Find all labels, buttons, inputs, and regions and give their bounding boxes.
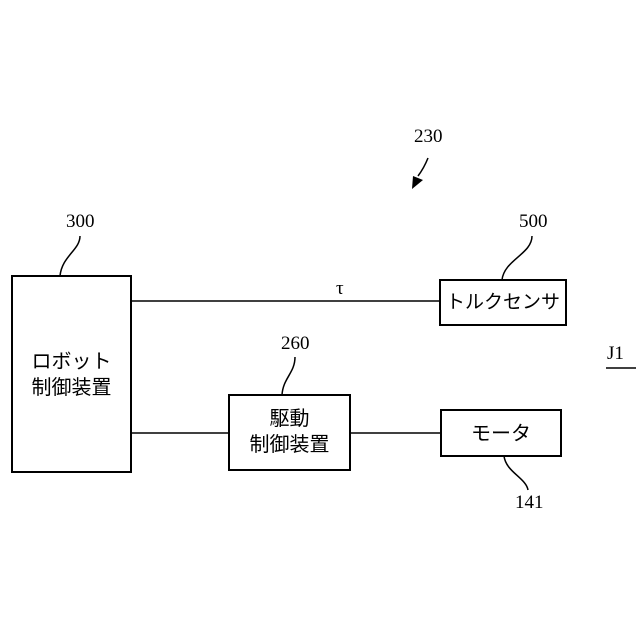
drive-controller-line1: 駆動 bbox=[229, 405, 350, 431]
figure-ref-arrowhead bbox=[412, 176, 423, 189]
robot-controller-label: ロボット 制御装置 bbox=[12, 348, 131, 400]
figure-ref-arrow bbox=[418, 158, 428, 176]
ref-robot-controller: 300 bbox=[66, 211, 95, 233]
robot-controller-line2: 制御装置 bbox=[12, 374, 131, 400]
figure-label-j1: J1 bbox=[607, 343, 624, 365]
torque-sensor-label: トルクセンサ bbox=[440, 289, 566, 315]
leader-260 bbox=[282, 357, 295, 395]
ref-drive-controller: 260 bbox=[281, 333, 310, 355]
ref-motor: 141 bbox=[515, 492, 544, 514]
ref-torque-sensor: 500 bbox=[519, 211, 548, 233]
figure-ref-number: 230 bbox=[414, 126, 443, 148]
signal-tau-label: τ bbox=[336, 278, 344, 300]
drive-controller-label: 駆動 制御装置 bbox=[229, 405, 350, 457]
leader-300 bbox=[60, 236, 80, 276]
robot-controller-line1: ロボット bbox=[12, 348, 131, 374]
leader-141 bbox=[504, 456, 528, 490]
motor-label: モータ bbox=[441, 420, 561, 446]
drive-controller-line2: 制御装置 bbox=[229, 431, 350, 457]
leader-500 bbox=[502, 236, 532, 280]
